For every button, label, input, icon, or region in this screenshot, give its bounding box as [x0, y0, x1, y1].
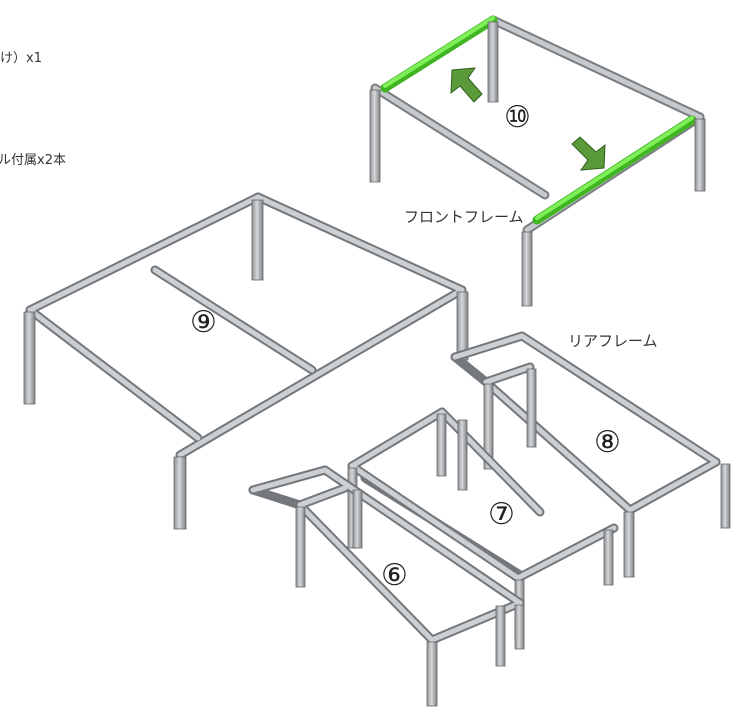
frame-9	[23, 192, 469, 530]
frame-10-pipes	[370, 15, 705, 235]
frame-6	[248, 465, 525, 707]
green-arrow-icon	[450, 67, 606, 171]
part-number-6: ⑥	[381, 558, 408, 593]
part-number-8: ⑧	[594, 425, 621, 460]
part-number-10: ⑩	[504, 100, 531, 135]
frame-10	[369, 15, 706, 307]
front-frame-label: フロントフレーム	[404, 208, 524, 226]
frame-7	[347, 407, 619, 641]
part-number-7: ⑦	[488, 497, 515, 532]
rear-frame-label: リアフレーム	[568, 332, 658, 350]
note-attached-x2: ル付属x2本	[0, 153, 66, 168]
part-number-9: ⑨	[190, 305, 217, 340]
frame-8	[450, 331, 731, 578]
note-quantity-x1: け）x1	[0, 51, 42, 66]
frame-10-legs	[369, 21, 706, 307]
